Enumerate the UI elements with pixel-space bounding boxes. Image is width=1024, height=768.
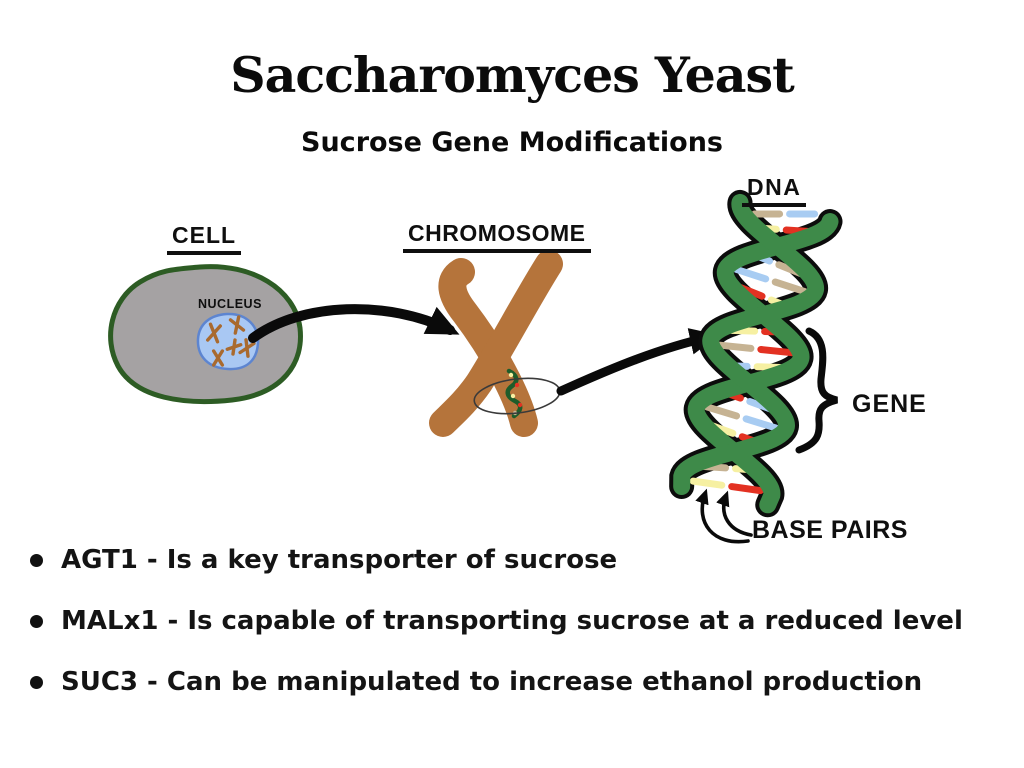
bullet-dot bbox=[30, 554, 43, 567]
cell-label: CELL bbox=[167, 222, 242, 255]
list-item: AGT1 - Is a key transporter of sucrose bbox=[28, 545, 998, 576]
base-pairs-label: BASE PAIRS bbox=[752, 516, 908, 544]
page-title: Saccharomyces Yeast bbox=[230, 46, 795, 104]
arrow-chromosome-to-dna bbox=[556, 328, 720, 396]
gene-bullet-list: AGT1 - Is a key transporter of sucrose M… bbox=[28, 545, 998, 729]
nucleus-label: NUCLEUS bbox=[198, 297, 262, 311]
chromosome-shape bbox=[429, 250, 563, 437]
gene-locus-ellipse bbox=[473, 368, 561, 419]
dna-helix bbox=[669, 189, 843, 518]
base-pairs-arrows bbox=[695, 488, 753, 544]
bullet-text-malx1: MALx1 - Is capable of transporting sucro… bbox=[61, 606, 963, 637]
dna-label: DNA bbox=[742, 174, 807, 207]
bullet-text-agt1: AGT1 - Is a key transporter of sucrose bbox=[61, 545, 618, 575]
nucleus-shape bbox=[196, 312, 260, 371]
list-item: MALx1 - Is capable of transporting sucro… bbox=[28, 606, 998, 637]
nucleus-mini-chromosomes bbox=[206, 315, 256, 367]
page-subtitle: Sucrose Gene Modifications bbox=[301, 127, 723, 158]
list-item: SUC3 - Can be manipulated to increase et… bbox=[28, 667, 998, 698]
arrow-cell-to-chromosome bbox=[248, 304, 460, 343]
bullet-text-suc3: SUC3 - Can be manipulated to increase et… bbox=[61, 667, 923, 698]
gene-label: GENE bbox=[852, 390, 927, 418]
bullet-dot bbox=[30, 615, 43, 629]
bullet-dot bbox=[30, 676, 43, 690]
chromosome-label: CHROMOSOME bbox=[403, 220, 591, 253]
gene-brace bbox=[795, 327, 838, 454]
